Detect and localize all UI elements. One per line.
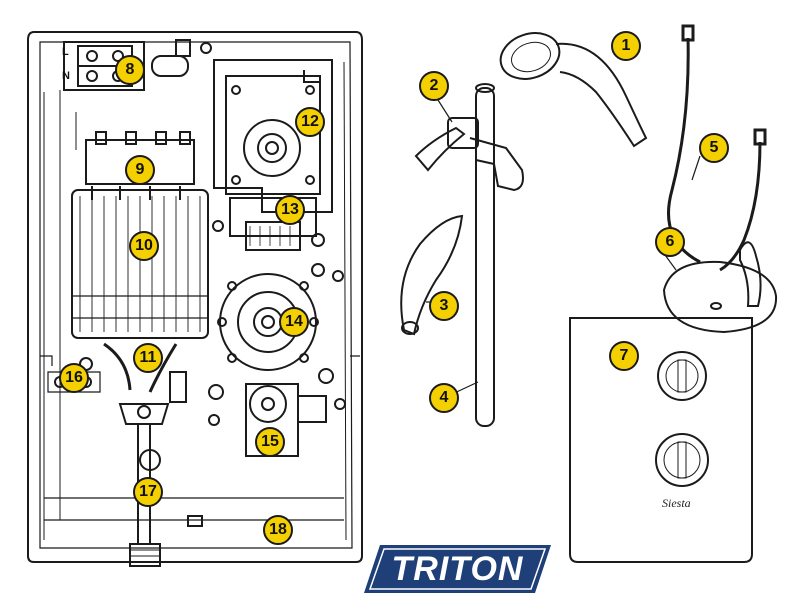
logo-badge-shape — [364, 545, 551, 593]
soap-dish-drawing — [400, 214, 464, 336]
triton-logo: TRITON — [362, 543, 553, 595]
slider-bracket-drawing — [414, 117, 524, 192]
callout-10-heater-tank[interactable]: 10 — [129, 231, 159, 261]
callout-18-backplate[interactable]: 18 — [263, 515, 293, 545]
callout-11-hoses[interactable]: 11 — [133, 343, 163, 373]
callout-16-clamp[interactable]: 16 — [59, 363, 89, 393]
riser-rail-drawing — [475, 83, 495, 427]
accessories — [400, 24, 778, 563]
callout-9-thermal-cutout[interactable]: 9 — [125, 155, 155, 185]
callout-6-hose-holder[interactable]: 6 — [655, 227, 685, 257]
terminal-label-neutral: N — [62, 70, 70, 82]
callout-2-slider-bracket[interactable]: 2 — [419, 71, 449, 101]
terminal-label-live: L — [62, 46, 69, 58]
hose-holder-drawing — [662, 241, 778, 334]
callout-14-solenoid-valve[interactable]: 14 — [279, 307, 309, 337]
callout-8-terminal-block[interactable]: 8 — [115, 55, 145, 85]
control-panel-drawing — [569, 317, 753, 563]
callout-5-hose[interactable]: 5 — [699, 133, 729, 163]
panel-brand-script: Siesta — [662, 496, 691, 510]
shower-head-drawing — [499, 32, 648, 148]
callout-15-pressure-relief[interactable]: 15 — [255, 427, 285, 457]
callout-3-soap-dish[interactable]: 3 — [429, 291, 459, 321]
callout-1-shower-head[interactable]: 1 — [611, 31, 641, 61]
callout-4-riser-rail[interactable]: 4 — [429, 383, 459, 413]
logo-text: TRITON — [391, 549, 524, 588]
callout-13-switch[interactable]: 13 — [275, 195, 305, 225]
callout-7-control-panel[interactable]: 7 — [609, 341, 639, 371]
callout-17-inlet-pipe[interactable]: 17 — [133, 477, 163, 507]
callout-12-flow-valve[interactable]: 12 — [295, 107, 325, 137]
